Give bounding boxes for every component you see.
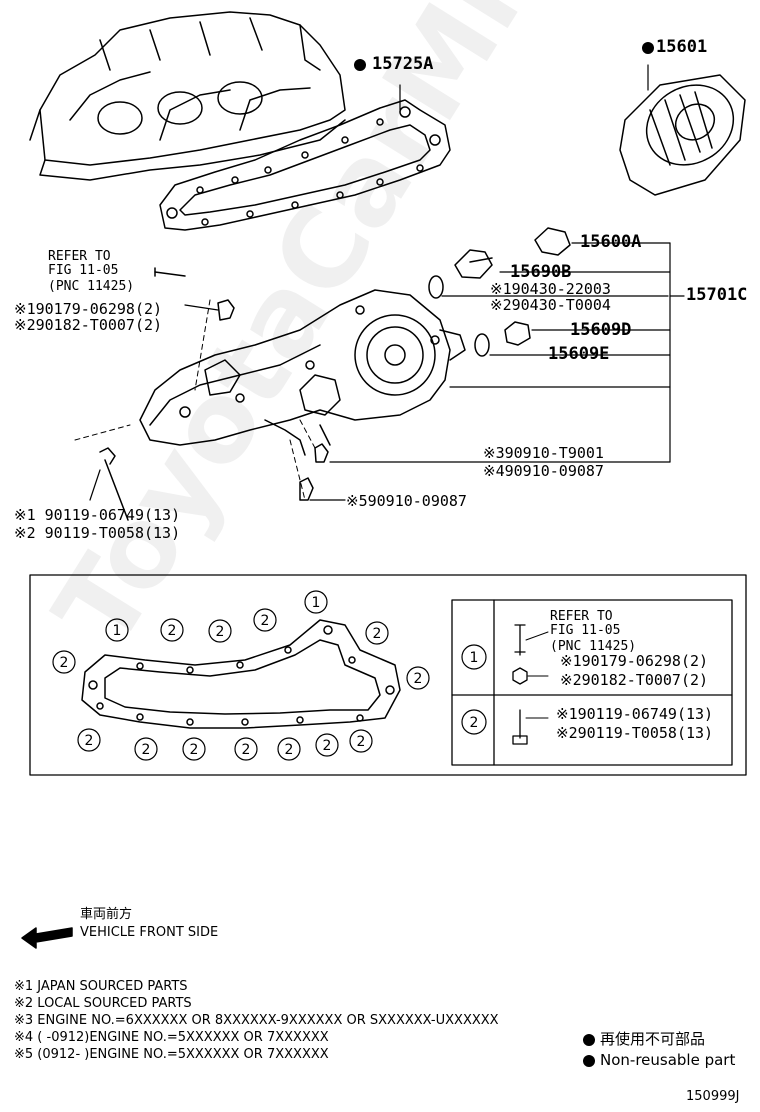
- oil-filter-15601-illustration: [619, 74, 746, 196]
- label-90119-T0058: ※2 90119-T0058(13): [14, 524, 181, 542]
- inset-row1-b: ※290182-T0007(2): [560, 671, 709, 689]
- inset-row1-a: ※190179-06298(2): [560, 652, 709, 670]
- refer-line-2: FIG 11-05: [48, 263, 119, 278]
- note-1: ※1 JAPAN SOURCED PARTS: [14, 979, 188, 994]
- cylinder-block-illustration: [29, 11, 346, 181]
- bolts-illustration: [99, 267, 329, 521]
- note-5: ※5 (0912- )ENGINE NO.=5XXXXXX OR 7XXXXXX: [14, 1047, 329, 1062]
- nonreusable-dot-icon: [354, 59, 366, 71]
- label-90910-09087-m4: ※490910-09087: [483, 462, 604, 480]
- label-15601: 15601: [656, 37, 708, 57]
- legend-jp: 再使用不可部品: [600, 1030, 706, 1048]
- legend-en: Non-reusable part: [600, 1051, 736, 1069]
- note-2: ※2 LOCAL SOURCED PARTS: [14, 996, 192, 1011]
- label-90430-T0004: ※290430-T0004: [490, 296, 611, 314]
- inset-refer-line-2: FIG 11-05: [550, 623, 621, 638]
- label-15690B: 15690B: [510, 262, 572, 282]
- label-90179-06298: ※190179-06298(2): [14, 300, 163, 318]
- svg-text:2: 2: [373, 626, 382, 642]
- label-90910-T9001: ※390910-T9001: [483, 444, 604, 462]
- label-15609D: 15609D: [570, 320, 632, 340]
- svg-text:2: 2: [470, 715, 479, 731]
- nonreusable-dot-icon: [642, 42, 654, 54]
- svg-text:1: 1: [470, 650, 479, 666]
- svg-text:1: 1: [312, 595, 321, 611]
- svg-text:2: 2: [60, 655, 69, 671]
- svg-text:2: 2: [190, 742, 199, 758]
- label-15600A: 15600A: [580, 232, 642, 252]
- front-label-jp: 車両前方: [80, 907, 133, 922]
- inset-row2-b: ※290119-T0058(13): [556, 724, 714, 742]
- inset-refer-line-3: (PNC 11425): [550, 639, 637, 654]
- label-90430-22003: ※190430-22003: [490, 280, 611, 298]
- inset-callout-1: 1: [113, 623, 122, 639]
- figure-id: 150999J: [686, 1089, 740, 1104]
- svg-text:2: 2: [414, 671, 423, 687]
- svg-text:2: 2: [285, 742, 294, 758]
- label-90910-09087-m5: ※590910-09087: [346, 492, 467, 510]
- inset-refer-line-1: REFER TO: [550, 609, 613, 624]
- label-90182-T0007: ※290182-T0007(2): [14, 316, 163, 334]
- note-4: ※4 ( -0912)ENGINE NO.=5XXXXXX OR 7XXXXXX: [14, 1030, 329, 1045]
- refer-line-3: (PNC 11425): [48, 279, 135, 294]
- svg-text:2: 2: [323, 738, 332, 754]
- inset-gasket-illustration: [81, 619, 401, 729]
- nonreusable-dot-icon: [583, 1034, 595, 1046]
- label-90119-06749: ※1 90119-06749(13): [14, 506, 181, 524]
- front-arrow-icon: [21, 927, 73, 949]
- label-15701C: 15701C: [686, 285, 748, 305]
- oil-cooler-body-illustration: [139, 289, 466, 456]
- nonreusable-dot-icon: [583, 1055, 595, 1067]
- note-3: ※3 ENGINE NO.=6XXXXXX OR 8XXXXXX-9XXXXXX…: [14, 1013, 499, 1028]
- svg-text:2: 2: [85, 733, 94, 749]
- svg-text:2: 2: [142, 742, 151, 758]
- svg-text:2: 2: [216, 624, 225, 640]
- svg-text:2: 2: [357, 734, 366, 750]
- label-15609E: 15609E: [548, 344, 610, 364]
- gasket-15725A-illustration: [159, 99, 451, 231]
- pressure-switch-illustration: [428, 227, 571, 357]
- inset-row2-a: ※190119-06749(13): [556, 705, 714, 723]
- svg-text:2: 2: [168, 623, 177, 639]
- svg-text:2: 2: [261, 613, 270, 629]
- label-15725A: 15725A: [372, 54, 434, 74]
- svg-text:2: 2: [242, 742, 251, 758]
- refer-line-1: REFER TO: [48, 249, 111, 264]
- front-label-en: VEHICLE FRONT SIDE: [80, 925, 219, 940]
